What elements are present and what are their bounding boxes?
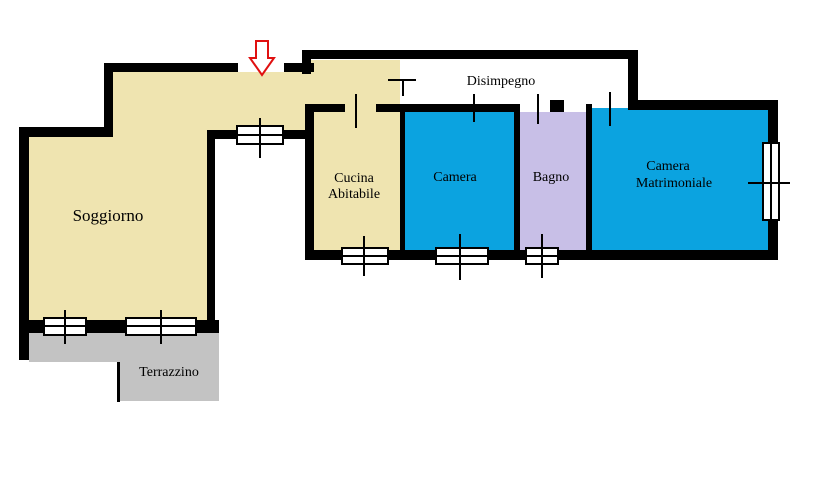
window-icon — [125, 310, 197, 344]
room-disimpegno[interactable] — [400, 60, 628, 108]
label-cucina-line1: Cucina — [334, 171, 374, 186]
room-terrazzino[interactable] — [29, 332, 219, 401]
window-icon — [236, 118, 284, 158]
window-icon — [435, 234, 489, 280]
label-camera-matrimoniale-line2: Matrimoniale — [636, 176, 712, 191]
room-bagno[interactable] — [519, 112, 586, 250]
room-camera-matrimoniale[interactable] — [592, 108, 768, 250]
window-icon — [525, 234, 559, 278]
room-hall — [310, 60, 400, 108]
label-cucina-line2: Abitabile — [328, 187, 380, 202]
window-icon — [43, 310, 87, 344]
label-soggiorno: Soggiorno — [73, 206, 144, 225]
label-camera: Camera — [433, 170, 477, 185]
doors — [355, 79, 611, 128]
label-terrazzino: Terrazzino — [139, 365, 199, 380]
down-arrow-icon — [248, 40, 276, 77]
windows — [43, 118, 790, 344]
label-camera-matrimoniale-line1: Camera — [646, 159, 690, 174]
room-soggiorno[interactable] — [29, 72, 310, 322]
room-camera[interactable] — [404, 112, 514, 250]
label-bagno: Bagno — [533, 170, 570, 185]
label-disimpegno: Disimpegno — [467, 74, 535, 89]
window-icon — [748, 142, 790, 221]
room-cucina-abitabile[interactable] — [314, 108, 400, 250]
window-icon — [341, 236, 389, 276]
